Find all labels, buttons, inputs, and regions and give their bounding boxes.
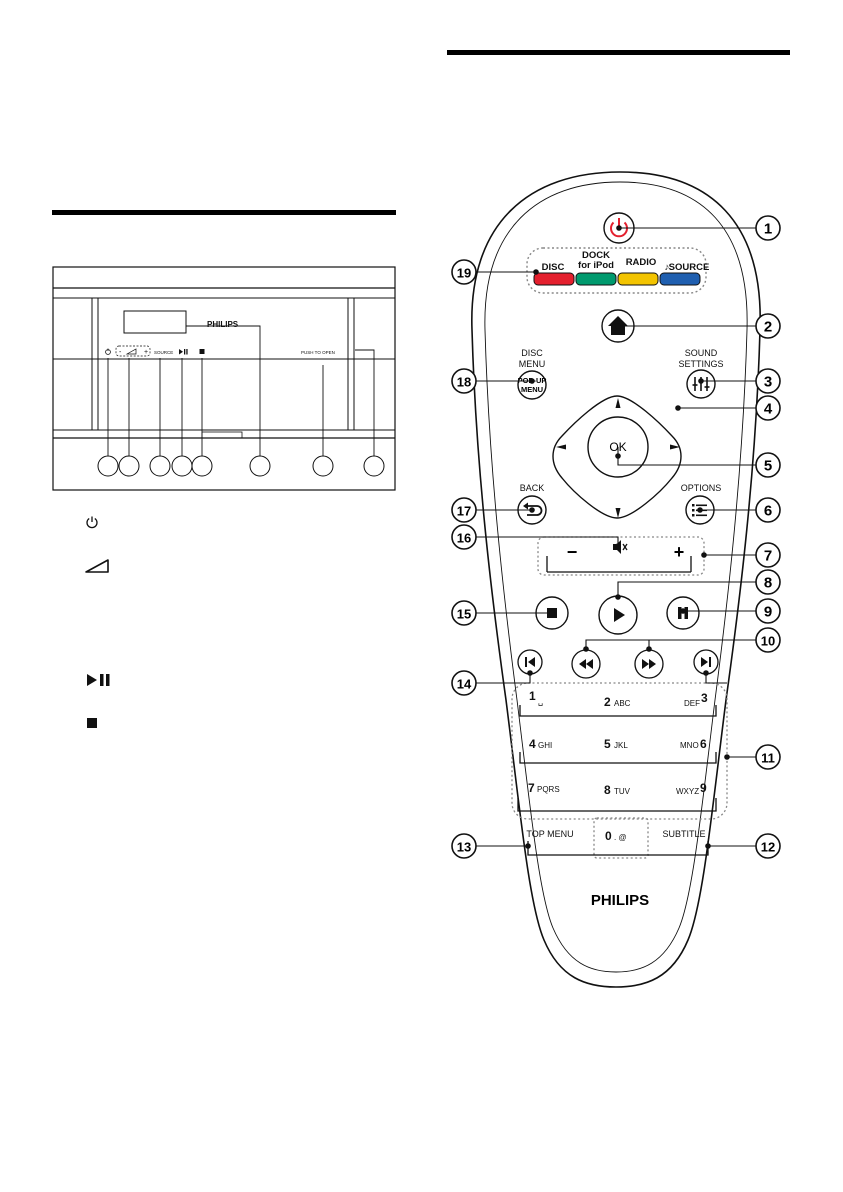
callout-5: 5 xyxy=(756,453,780,477)
key-5-letters: JKL xyxy=(614,741,628,750)
key-3-letters: DEF xyxy=(684,699,700,708)
popup-menu-label-line2: MENU xyxy=(521,385,543,394)
radio-key-label: RADIO xyxy=(626,257,657,268)
key-5-digit[interactable]: 5 xyxy=(604,737,611,751)
callout-3: 3 xyxy=(756,369,780,393)
source-key-label: SOURCE xyxy=(669,262,710,273)
svg-text:3: 3 xyxy=(764,374,772,391)
callout-7: 7 xyxy=(756,543,780,567)
key-7-letters: PQRS xyxy=(537,785,560,794)
callout-15: 15 xyxy=(452,601,476,625)
radio-key[interactable] xyxy=(618,273,658,285)
disc-key[interactable] xyxy=(534,273,574,285)
dock-key-label-line2: for iPod xyxy=(578,260,614,271)
key-9-digit[interactable]: 9 xyxy=(700,781,707,795)
key-3-digit[interactable]: 3 xyxy=(701,691,708,705)
svg-text:13: 13 xyxy=(457,840,471,855)
callout-1: 1 xyxy=(756,216,780,240)
key-6-letters: MNO xyxy=(680,741,699,750)
svg-text:4: 4 xyxy=(764,401,773,418)
source-key[interactable] xyxy=(660,273,700,285)
key-2-letters: ABC xyxy=(614,699,631,708)
top-menu-label[interactable]: TOP MENU xyxy=(526,829,573,839)
key-9-letters: WXYZ xyxy=(676,787,699,796)
subtitle-label[interactable]: SUBTITLE xyxy=(662,829,705,839)
dock-key[interactable] xyxy=(576,273,616,285)
key-4-digit[interactable]: 4 xyxy=(529,737,536,751)
svg-text:12: 12 xyxy=(761,840,775,855)
sound-settings-label-line2: SETTINGS xyxy=(678,359,723,369)
sound-settings-label-line1: SOUND xyxy=(685,348,718,358)
callout-9: 9 xyxy=(756,599,780,623)
svg-text:10: 10 xyxy=(761,634,775,649)
disc-menu-label-line2: MENU xyxy=(519,359,546,369)
back-label: BACK xyxy=(520,483,545,493)
svg-text:6: 6 xyxy=(764,503,772,520)
key-7-digit[interactable]: 7 xyxy=(528,781,535,795)
callout-11: 11 xyxy=(756,745,780,769)
svg-text:1: 1 xyxy=(764,221,772,238)
key-1-digit[interactable]: 1 xyxy=(529,689,536,703)
key-0-digit[interactable]: 0 xyxy=(605,829,612,843)
callout-10: 10 xyxy=(756,628,780,652)
key-2-digit[interactable]: 2 xyxy=(604,695,611,709)
remote-brand-label: PHILIPS xyxy=(591,892,649,909)
svg-text:14: 14 xyxy=(457,677,472,692)
svg-text:17: 17 xyxy=(457,504,471,519)
svg-text:11: 11 xyxy=(761,751,775,766)
key-4-letters: GHI xyxy=(538,741,552,750)
callout-19: 19 xyxy=(452,260,476,284)
svg-text:8: 8 xyxy=(764,575,772,592)
options-label: OPTIONS xyxy=(681,483,722,493)
svg-text:16: 16 xyxy=(457,531,471,546)
key-6-digit[interactable]: 6 xyxy=(700,737,707,751)
svg-text:5: 5 xyxy=(764,458,772,475)
svg-text:19: 19 xyxy=(457,266,471,281)
svg-text:15: 15 xyxy=(457,607,471,622)
key-1-letters: ␣ xyxy=(538,697,543,706)
callout-13: 13 xyxy=(452,834,476,858)
callout-16: 16 xyxy=(452,525,476,549)
vol-minus-label[interactable]: − xyxy=(567,542,578,562)
callout-18: 18 xyxy=(452,369,476,393)
svg-text:18: 18 xyxy=(457,375,471,390)
key-8-letters: TUV xyxy=(614,787,631,796)
callout-12: 12 xyxy=(756,834,780,858)
callout-2: 2 xyxy=(756,314,780,338)
remote-body-outline xyxy=(472,172,760,987)
callout-8: 8 xyxy=(756,570,780,594)
svg-text:2: 2 xyxy=(764,319,772,336)
callout-6: 6 xyxy=(756,498,780,522)
disc-menu-label-line1: DISC xyxy=(521,348,543,358)
key-8-digit[interactable]: 8 xyxy=(604,783,611,797)
key-0-letters: . @ xyxy=(614,833,627,842)
callout-14: 14 xyxy=(452,671,476,695)
svg-text:7: 7 xyxy=(764,548,772,565)
disc-key-label: DISC xyxy=(542,262,565,273)
vol-plus-label[interactable]: + xyxy=(674,542,685,562)
callout-17: 17 xyxy=(452,498,476,522)
svg-text:9: 9 xyxy=(764,604,772,621)
callout-4: 4 xyxy=(756,396,780,420)
